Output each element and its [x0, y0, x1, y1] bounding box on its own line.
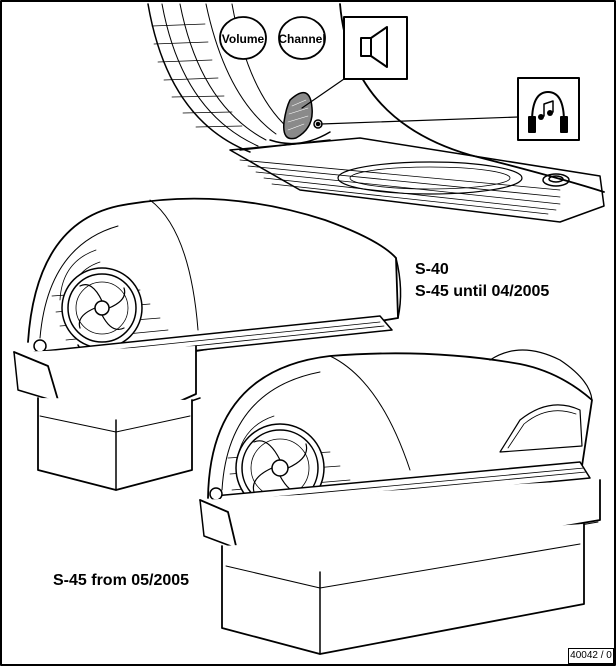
- speaker-icon: [360, 26, 388, 68]
- speaker-callout: [343, 16, 408, 80]
- channel-button: [278, 16, 326, 60]
- model-label-s45-until: S-45 until 04/2005: [415, 283, 550, 300]
- model-label-s40: S-40: [415, 261, 449, 278]
- channel-label: Channel: [278, 32, 325, 46]
- figure-number: 40042 / 0: [568, 648, 614, 664]
- solarium-s45-new: [199, 349, 601, 655]
- speaker-grille: [283, 91, 313, 140]
- model-label-s45-from: S-45 from 05/2005: [53, 572, 190, 589]
- volume-label: Volume: [222, 32, 265, 46]
- headphones-icon: [528, 91, 568, 133]
- headphones-callout: [517, 77, 580, 141]
- volume-button: [219, 16, 267, 60]
- solarium-s40: [13, 197, 402, 491]
